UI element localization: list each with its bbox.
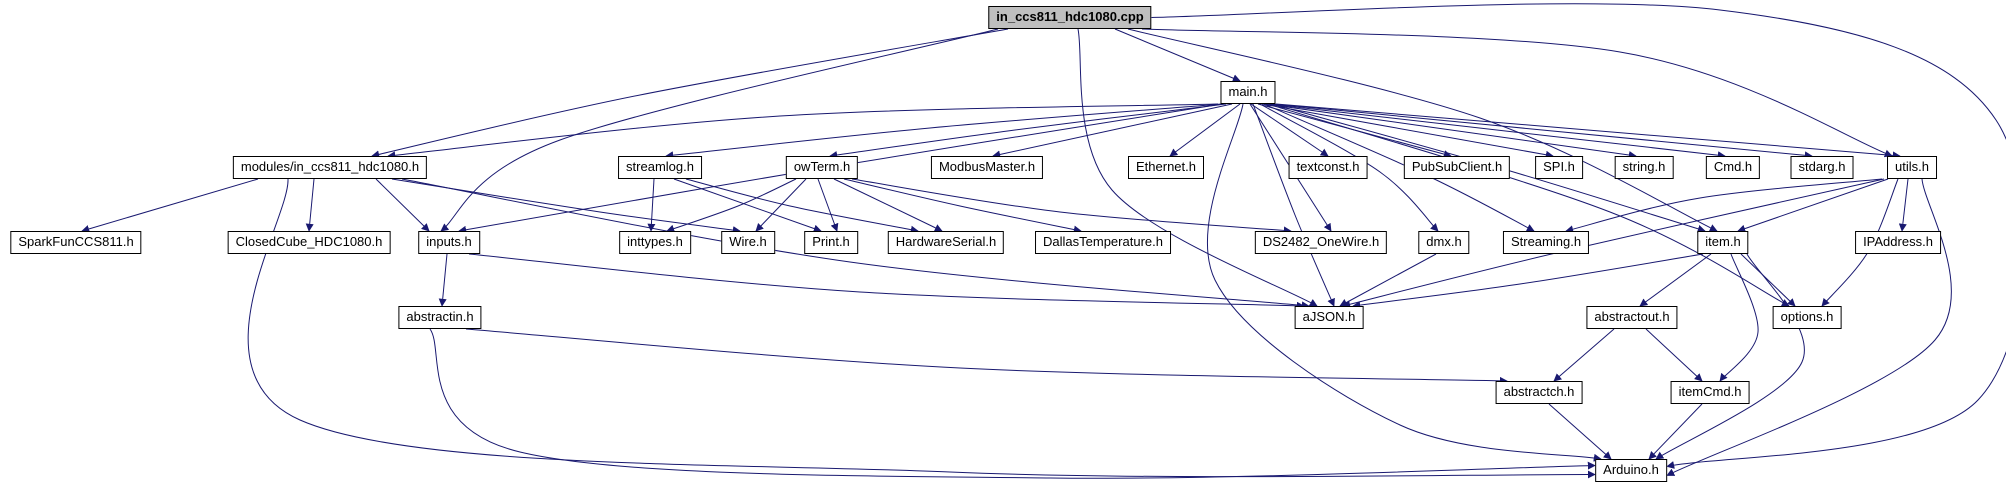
edge-main-streamlog [665,103,1223,160]
edge-abstractin-arduino [429,328,1596,479]
node-ajson[interactable]: aJSON.h [1294,306,1364,329]
node-ethernet[interactable]: Ethernet.h [1128,156,1204,179]
edge-owterm-hwserial [833,178,943,232]
edge-streamlog-hwserial [685,178,919,234]
edge-inputs-abstractin [438,253,448,307]
edge-main-cmd [1268,103,1726,160]
edge-owterm-print [817,178,839,232]
node-item[interactable]: item.h [1697,231,1749,254]
edge-cpp-item [1127,28,1718,232]
edge-main-options [1267,103,1790,307]
edge-modules-ajson [401,178,1310,310]
node-abstractout[interactable]: abstractout.h [1586,306,1678,329]
edge-cpp-modules [371,28,1009,159]
edge-main-arduino [1206,103,1602,462]
node-itemcmd[interactable]: itemCmd.h [1670,381,1750,404]
edge-utils-item [1737,178,1889,233]
edge-streamlog-inttypes [647,178,656,232]
edge-utils-streaming [1565,178,1883,234]
edge-main-textconst [1250,103,1329,157]
edge-cpp-ajson [1077,28,1318,307]
edge-abstractout-itemcmd [1645,328,1703,382]
edge-utils-ipaddress [1898,178,1909,232]
edge-inputs-ajson [468,253,1305,310]
edge-main-ethernet [1169,103,1241,157]
node-cpp[interactable]: in_ccs811_hdc1080.cpp [988,6,1152,29]
node-modules[interactable]: modules/in_ccs811_hdc1080.h [232,156,428,179]
node-streaming[interactable]: Streaming.h [1502,231,1590,254]
edge-modules-wire [391,178,741,234]
node-sparkfun[interactable]: SparkFunCCS811.h [10,231,142,254]
node-dmx[interactable]: dmx.h [1418,231,1470,254]
edge-owterm-inttypes [666,178,797,233]
node-print[interactable]: Print.h [804,231,858,254]
edge-cpp-arduino [1151,3,2006,469]
node-pubsub[interactable]: PubSubClient.h [1403,156,1511,179]
edge-item-arduino [1655,253,1805,460]
edge-dmx-ajson [1339,253,1437,307]
edge-owterm-ds2482 [851,178,1292,235]
node-inttypes[interactable]: inttypes.h [619,231,691,254]
edge-abstractch-arduino [1548,403,1612,460]
node-ds2482[interactable]: DS2482_OneWire.h [1254,231,1388,254]
node-abstractin[interactable]: abstractin.h [398,306,482,329]
edge-main-modules [387,103,1219,160]
edge-abstractout-abstractch [1553,328,1615,382]
node-closedcube[interactable]: ClosedCube_HDC1080.h [227,231,391,254]
edge-modules-sparkfun [81,178,259,233]
edge-main-spi [1261,103,1554,159]
node-utils[interactable]: utils.h [1887,156,1937,179]
edge-main-stdarg [1272,103,1813,160]
edge-abstractin-abstractch [465,328,1508,385]
edge-owterm-wire [755,178,807,232]
edge-owterm-dallas [843,178,1082,234]
edge-utils-arduino [1666,178,1952,476]
edge-modules-inputs [375,178,430,232]
edge-cpp-utils [1141,28,1893,158]
edge-item-abstractout [1639,253,1712,307]
node-textconst[interactable]: textconst.h [1288,156,1368,179]
edge-modules-arduino [247,178,1596,479]
node-inputs[interactable]: inputs.h [418,231,480,254]
node-streamlog[interactable]: streamlog.h [618,156,702,179]
node-spi[interactable]: SPI.h [1535,156,1583,179]
node-abstractch[interactable]: abstractch.h [1495,381,1583,404]
edge-item-options [1740,253,1796,307]
node-stdarg[interactable]: stdarg.h [1790,156,1854,179]
node-options[interactable]: options.h [1772,306,1842,329]
node-hwserial[interactable]: HardwareSerial.h [887,231,1005,254]
node-owterm[interactable]: owTerm.h [785,156,859,179]
edge-cpp-main [1114,28,1241,82]
edge-itemcmd-arduino [1648,403,1703,460]
node-ipaddress[interactable]: IPAddress.h [1855,231,1941,254]
edge-streamlog-print [673,178,822,233]
edge-item-ajson [1352,253,1704,310]
node-cmd[interactable]: Cmd.h [1705,156,1761,179]
edge-main-owterm [829,103,1227,159]
edge-main-string [1265,103,1637,159]
node-wire[interactable]: Wire.h [721,231,775,254]
node-arduino[interactable]: Arduino.h [1595,459,1667,482]
edge-main-modbus [992,103,1233,159]
edge-item-itemcmd [1719,253,1759,382]
node-dallas[interactable]: DallasTemperature.h [1035,231,1171,254]
edge-cpp-inputs [440,28,999,232]
edge-main-ajson [1252,103,1335,307]
node-main[interactable]: main.h [1220,81,1276,104]
edge-main-utils [1275,103,1901,160]
edge-main-dmx [1259,103,1439,232]
node-string[interactable]: string.h [1614,156,1674,179]
edge-modules-closedcube [305,178,315,232]
node-modbus[interactable]: ModbusMaster.h [930,156,1044,179]
